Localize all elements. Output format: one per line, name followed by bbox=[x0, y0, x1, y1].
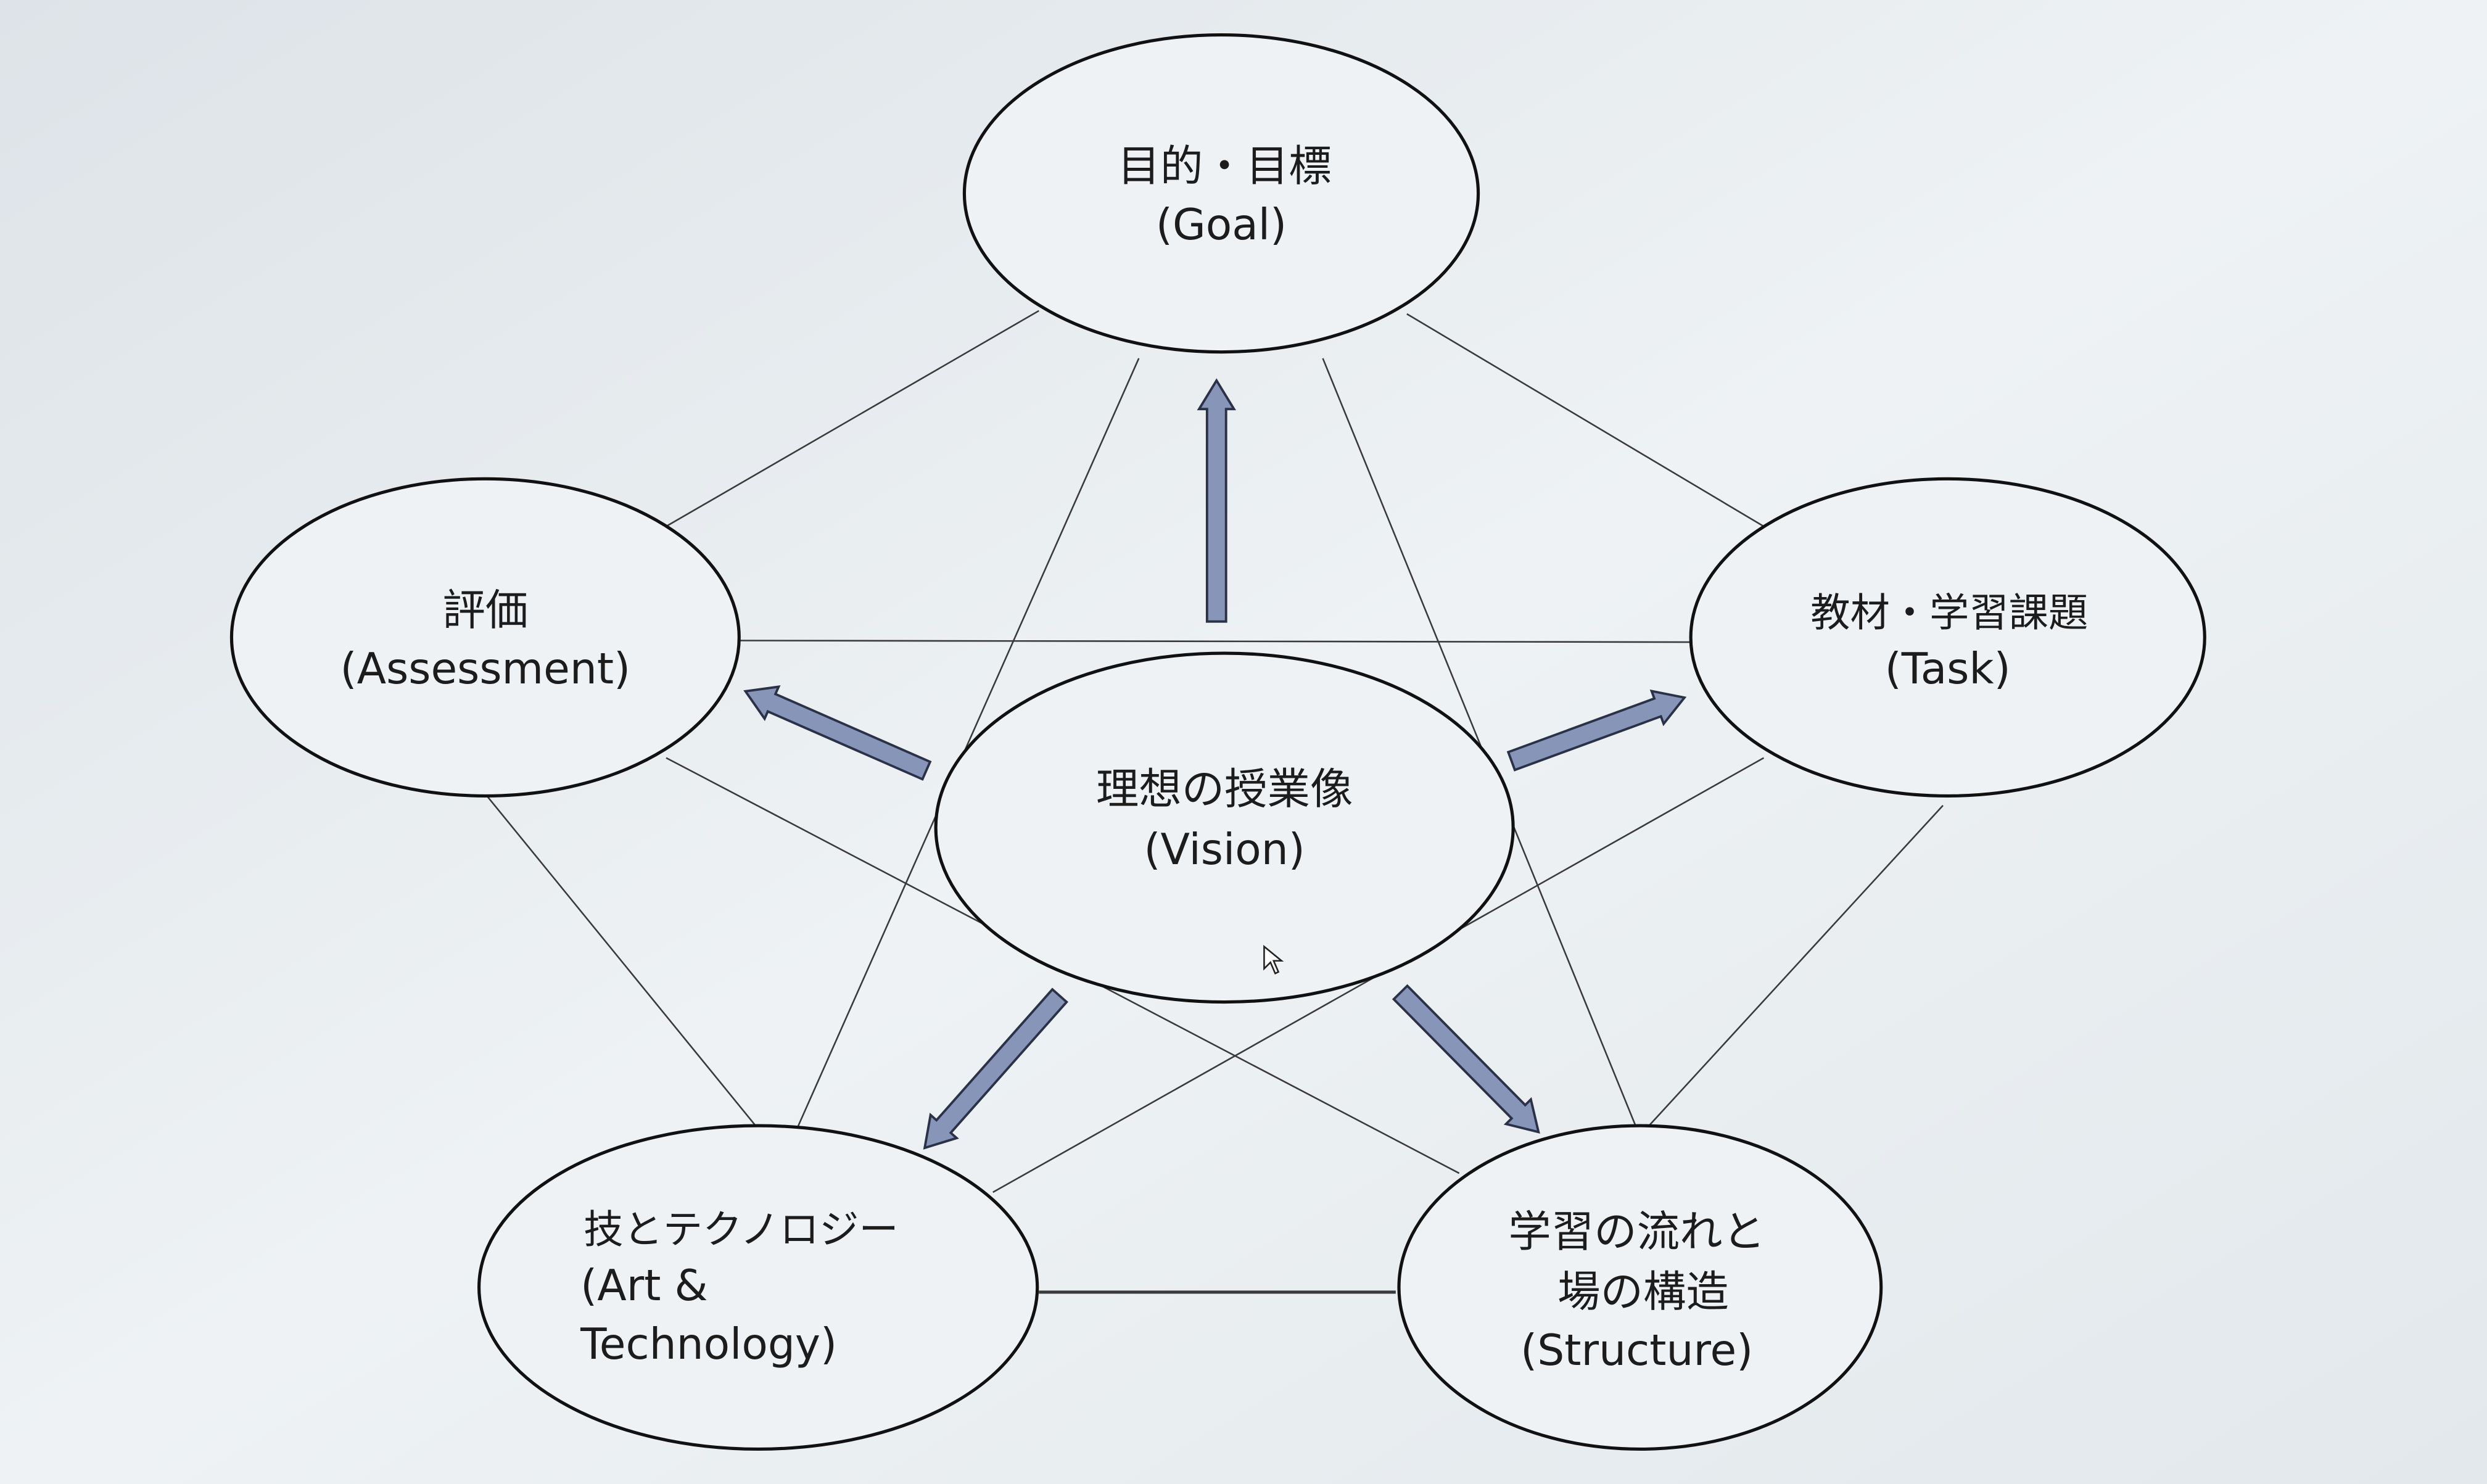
line-assessment-art bbox=[486, 795, 759, 1130]
node-structure: 学習の流れと 場の構造 (Structure) bbox=[1397, 1124, 1883, 1451]
arrow-to-art bbox=[923, 987, 1068, 1150]
line-goal-art bbox=[795, 358, 1140, 1131]
goal-label-en: (Goal) bbox=[1156, 200, 1287, 250]
goal-ellipse bbox=[962, 33, 1480, 354]
node-assessment: 評価 (Assessment) bbox=[229, 477, 741, 798]
line-goal-task bbox=[1406, 313, 1765, 527]
task-label-jp: 教材・学習課題 bbox=[1810, 590, 2088, 636]
vision-label-en: (Vision) bbox=[1144, 825, 1305, 875]
node-task: 教材・学習課題 (Task) bbox=[1689, 477, 2206, 798]
line-assessment-task bbox=[739, 640, 1694, 643]
goal-label-jp: 目的・目標 bbox=[1118, 142, 1332, 191]
arrow-to-assessment bbox=[743, 685, 932, 781]
line-task-structure bbox=[1643, 804, 1944, 1133]
task-label-en: (Task) bbox=[1885, 645, 2011, 694]
node-art: 技とテクノロジー (Art & Technology) bbox=[477, 1124, 1039, 1451]
art-label-jp: 技とテクノロジー bbox=[584, 1206, 898, 1253]
art-ellipse bbox=[477, 1124, 1039, 1451]
arrow-to-structure bbox=[1392, 984, 1540, 1134]
mouse-cursor-icon bbox=[1263, 944, 1284, 975]
structure-label-jp-2: 場の構造 bbox=[1557, 1268, 1729, 1317]
task-ellipse bbox=[1689, 477, 2206, 798]
assessment-ellipse bbox=[229, 477, 741, 798]
node-goal: 目的・目標 (Goal) bbox=[962, 33, 1480, 354]
art-label-en-2: Technology) bbox=[580, 1320, 837, 1369]
node-vision: 理想の授業像 (Vision) bbox=[934, 651, 1515, 1004]
structure-ellipse bbox=[1397, 1124, 1883, 1451]
assessment-label-jp: 評価 bbox=[442, 586, 528, 635]
structure-label-en: (Structure) bbox=[1520, 1326, 1753, 1375]
art-label-en-1: (Art & bbox=[580, 1261, 708, 1311]
arrows bbox=[743, 378, 1687, 1150]
structure-label-jp-1: 学習の流れと bbox=[1508, 1207, 1765, 1256]
assessment-label-en: (Assessment) bbox=[340, 645, 631, 694]
line-goal-structure bbox=[1322, 358, 1638, 1129]
arrow-to-task bbox=[1506, 689, 1687, 772]
vision-label-jp: 理想の授業像 bbox=[1096, 765, 1353, 814]
vision-ellipse bbox=[934, 651, 1515, 1004]
arrow-to-goal bbox=[1197, 378, 1237, 623]
line-goal-assessment bbox=[666, 310, 1039, 527]
